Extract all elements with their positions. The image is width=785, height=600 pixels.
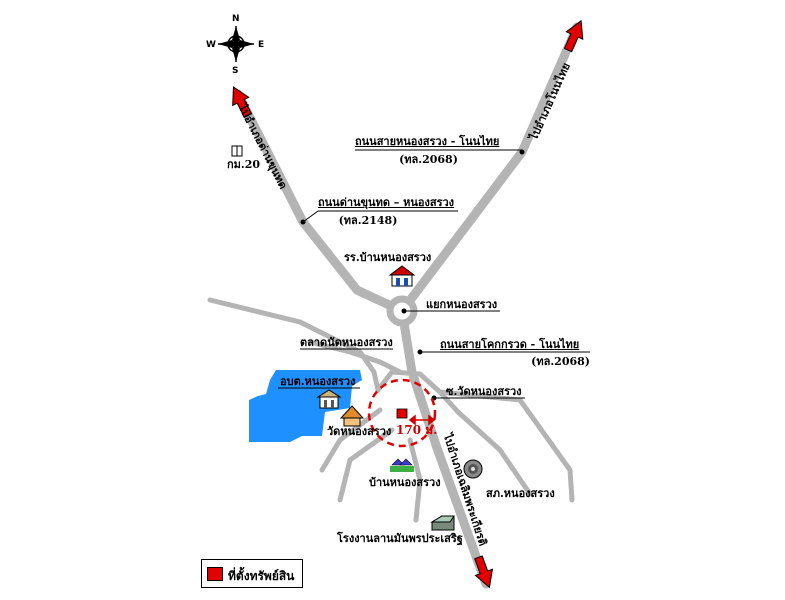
sao-label: อบต.หนองสรวง	[280, 375, 356, 388]
road-southeast	[455, 409, 533, 497]
compass-north: N	[232, 14, 240, 24]
police-label: สภ.หนองสรวง	[486, 487, 555, 500]
police-icon	[463, 459, 483, 479]
factory-icon	[430, 515, 455, 531]
compass-south: S	[232, 66, 239, 76]
arrow-south-icon	[474, 555, 494, 589]
legend-property-swatch	[207, 567, 223, 581]
village-icon	[390, 458, 414, 472]
road-west-b	[307, 339, 403, 375]
legend-property-label: ที่ตั้งทรัพย์สิน	[228, 569, 295, 583]
road3-code: (ทล.2068)	[531, 355, 590, 368]
sao-office-icon	[316, 389, 342, 409]
road-southwest-a	[319, 407, 383, 473]
road-east	[437, 389, 575, 503]
road2-name: ถนนด่านขุนทด – หนองสรวง	[318, 196, 455, 209]
compass-rose-icon	[218, 26, 254, 62]
road-ring	[375, 369, 461, 415]
market-label: ตลาดนัดหนองสรวง	[300, 336, 393, 349]
distance-arrow-icon	[408, 414, 436, 426]
village-label: บ้านหนองสรวง	[369, 476, 441, 489]
compass-east: E	[258, 40, 265, 50]
road3-name: ถนนสายโคกกรวด - โนนไทย	[440, 338, 580, 351]
road-south-local	[407, 437, 423, 523]
km20-label: กม.20	[227, 158, 261, 171]
temple-label: วัดหนองสรวง	[327, 425, 392, 438]
property-radius-circle	[367, 378, 437, 448]
school-icon	[388, 265, 416, 287]
road-west-a	[207, 297, 381, 393]
factory-label: โรงงานลานมันพรประเสริฐ	[337, 532, 463, 545]
school-label: รร.บ้านหนองสรวง	[344, 251, 432, 264]
road-southwest-b	[337, 427, 395, 503]
highway-south	[397, 306, 491, 589]
km-post-icon	[231, 145, 243, 157]
temple-icon	[339, 405, 365, 427]
legend: ที่ตั้งทรัพย์สิน	[201, 559, 303, 588]
road1-code: (ทล.2068)	[399, 153, 458, 166]
distance-label: 170 ม.	[396, 423, 438, 437]
highway-northwest	[233, 89, 407, 316]
arrow-northwest-icon	[232, 86, 253, 119]
property-marker	[396, 408, 408, 419]
junction-label: แยกหนองสรวง	[426, 298, 498, 311]
highway-northeast	[397, 22, 582, 316]
road2-code: (ทล.2148)	[338, 214, 398, 227]
arrow-northeast-icon	[563, 19, 584, 53]
soi-label: ซ.วัดหนองสรวง	[446, 385, 522, 398]
compass-west: W	[206, 40, 216, 50]
road1-name: ถนนสายหนองสรวง - โนนไทย	[355, 135, 500, 148]
